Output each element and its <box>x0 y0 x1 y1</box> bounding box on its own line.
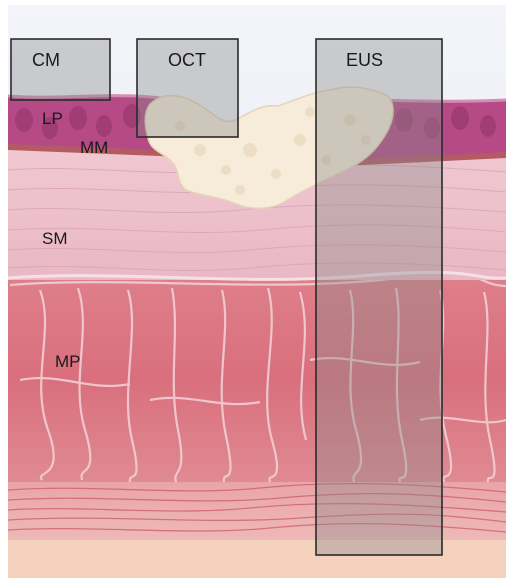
cm-label: CM <box>32 50 60 71</box>
eus-box <box>316 39 442 555</box>
mm-label: MM <box>80 138 108 158</box>
sm-label: SM <box>42 229 68 249</box>
lp-label: LP <box>42 109 63 129</box>
cm-box <box>11 39 110 100</box>
eus-label: EUS <box>346 50 383 71</box>
oct-label: OCT <box>168 50 206 71</box>
mp-label: MP <box>55 352 81 372</box>
